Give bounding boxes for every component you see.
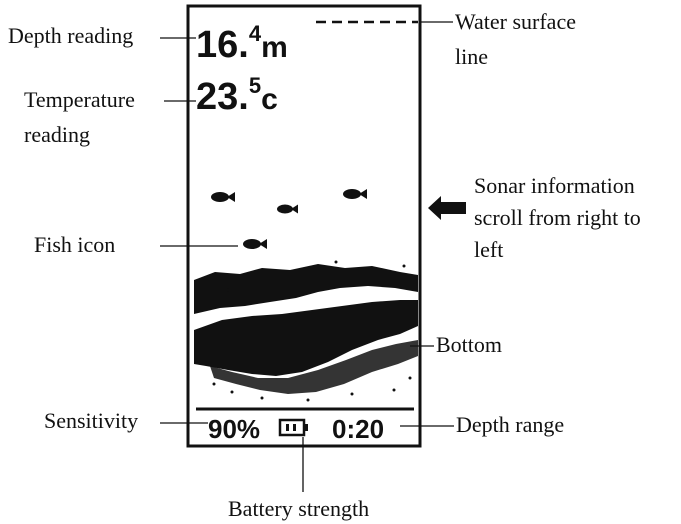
depth-range-value: 0:20 (332, 414, 384, 444)
label-bottom: Bottom (436, 332, 502, 357)
depth-reading: 16.4m (196, 21, 288, 66)
temperature-reading: 23.5c (196, 73, 278, 118)
label-sonar-info-2: scroll from right to (474, 205, 641, 230)
label-water-surface-2: line (455, 44, 488, 69)
label-depth-reading: Depth reading (8, 23, 133, 48)
fish-icon (211, 192, 235, 202)
fish-icon (343, 189, 367, 199)
label-water-surface: Water surface (455, 9, 576, 34)
sensitivity-value: 90% (208, 414, 260, 444)
label-fish-icon: Fish icon (34, 232, 115, 257)
label-sonar-info: Sonar information (474, 173, 635, 198)
fish-icon (243, 239, 267, 249)
sonar-bottom-return (194, 264, 418, 394)
label-sensitivity: Sensitivity (44, 408, 138, 433)
battery-icon (278, 418, 308, 437)
left-arrow-icon (428, 196, 466, 220)
sonar-noise-specks (212, 260, 412, 402)
fish-icon (277, 204, 298, 214)
label-depth-range: Depth range (456, 412, 564, 437)
label-sonar-info-3: left (474, 237, 503, 262)
label-temperature-reading: Temperature (24, 87, 135, 112)
label-temperature-reading-2: reading (24, 122, 90, 147)
label-battery-strength: Battery strength (228, 496, 369, 521)
